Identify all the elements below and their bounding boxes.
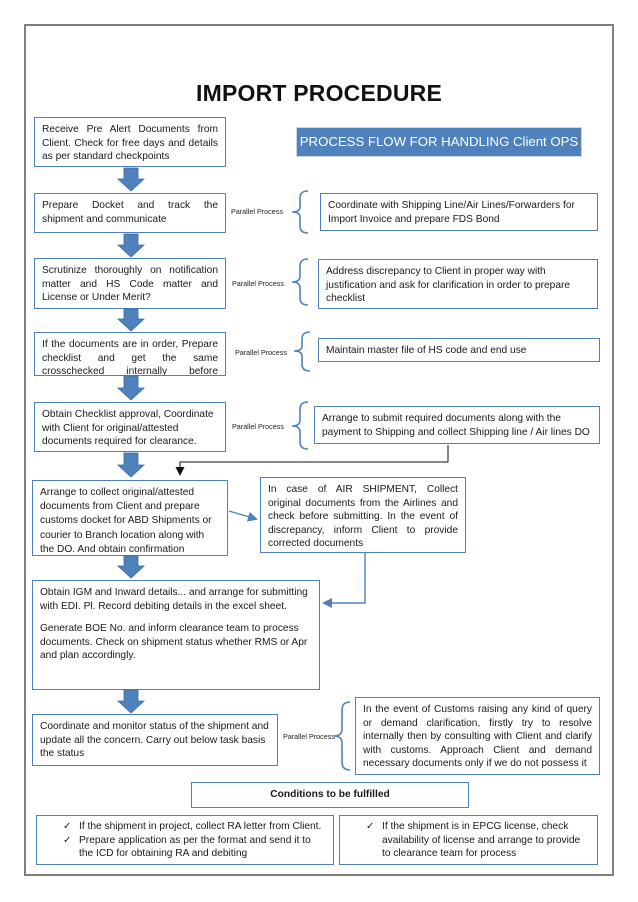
step-6-box: Arrange to collect original/attested doc… [32, 480, 228, 556]
condition-left-2: ✓ Prepare application as per the format … [63, 834, 327, 861]
page-title: IMPORT PROCEDURE [196, 80, 442, 106]
down-arrow-4 [116, 375, 146, 401]
bracket-1 [291, 190, 309, 234]
step-9-box: Coordinate and monitor status of the shi… [32, 714, 278, 766]
step-1-box: Receive Pre Alert Documents from Client.… [34, 117, 226, 167]
parallel-box-4: Arrange to submit required documents alo… [314, 406, 600, 444]
step-3-text: Scrutinize thoroughly on notification ma… [42, 265, 218, 303]
parallel-text-2: Address discrepancy to Client in proper … [326, 266, 571, 304]
parallel-box-2: Address discrepancy to Client in proper … [318, 259, 598, 309]
step-5-text: Obtain Checklist approval, Coordinate wi… [42, 409, 214, 447]
parallel-label-1: Parallel Process [231, 207, 283, 216]
bracket-4 [291, 401, 309, 450]
down-arrow-3 [116, 308, 146, 332]
step-7-box: Obtain IGM and Inward details... and arr… [32, 580, 320, 690]
conditions-heading-box: Conditions to be fulfilled [191, 782, 469, 808]
conditions-heading: Conditions to be fulfilled [270, 789, 390, 800]
step-9-text: Coordinate and monitor status of the shi… [40, 721, 269, 759]
conditions-left-box: ✓ If the shipment in project, collect RA… [36, 815, 334, 865]
step-7-text: Obtain IGM and Inward details... and arr… [40, 587, 308, 612]
parallel-label-5: Parallel Process [283, 732, 335, 741]
step-2-box: Prepare Docket and track the shipment an… [34, 193, 226, 233]
parallel-box-5: In the event of Customs raising any kind… [355, 697, 600, 775]
down-arrow-1 [116, 167, 146, 192]
air-shipment-text: In case of AIR SHIPMENT, Collect origina… [268, 484, 458, 549]
checkmark-icon: ✓ [63, 834, 72, 846]
bracket-2 [291, 258, 309, 306]
down-arrow-2 [116, 233, 146, 258]
parallel-box-3: Maintain master file of HS code and end … [318, 338, 600, 362]
condition-right-1: ✓ If the shipment is in EPCG license, ch… [366, 820, 591, 861]
condition-left-1: ✓ If the shipment in project, collect RA… [63, 820, 327, 834]
down-arrow-7 [116, 689, 146, 714]
step-4-box: If the documents are in order, Prepare c… [34, 332, 226, 376]
step-2-text: Prepare Docket and track the shipment an… [42, 200, 218, 225]
checkmark-icon: ✓ [63, 821, 72, 832]
step-4-text: If the documents are in order, Prepare c… [42, 339, 218, 376]
bracket-3 [293, 331, 311, 372]
step-5-box: Obtain Checklist approval, Coordinate wi… [34, 402, 226, 452]
parallel-box-1: Coordinate with Shipping Line/Air Lines/… [320, 193, 598, 231]
parallel-label-4: Parallel Process [232, 422, 284, 431]
step-1-text: Receive Pre Alert Documents from Client.… [42, 124, 218, 162]
down-arrow-5 [116, 452, 146, 478]
parallel-label-3: Parallel Process [235, 348, 287, 357]
parallel-text-4: Arrange to submit required documents alo… [322, 413, 590, 438]
process-flow-banner: PROCESS FLOW FOR HANDLING Client OPS [296, 127, 582, 157]
connector-do [175, 445, 449, 476]
connector-air [228, 510, 258, 522]
parallel-text-3: Maintain master file of HS code and end … [326, 345, 527, 356]
step-6-text: Arrange to collect original/attested doc… [40, 487, 212, 555]
bracket-5 [333, 701, 351, 771]
condition-left-2-text: Prepare application as per the format an… [79, 834, 311, 860]
connector-air-to-edi [322, 553, 366, 608]
condition-right-1-text: If the shipment is in EPCG license, chec… [382, 821, 581, 859]
conditions-right-box: ✓ If the shipment is in EPCG license, ch… [339, 815, 598, 865]
parallel-text-1: Coordinate with Shipping Line/Air Lines/… [328, 200, 575, 225]
step-8-text: Generate BOE No. and inform clearance te… [40, 623, 308, 661]
step-3-box: Scrutinize thoroughly on notification ma… [34, 258, 226, 309]
parallel-text-5: In the event of Customs raising any kind… [363, 704, 592, 769]
checkmark-icon: ✓ [366, 821, 375, 832]
parallel-label-2: Parallel Process [232, 279, 284, 288]
air-shipment-box: In case of AIR SHIPMENT, Collect origina… [260, 477, 466, 553]
page-frame [24, 24, 614, 876]
condition-left-1-text: If the shipment in project, collect RA l… [79, 821, 322, 832]
down-arrow-6 [116, 555, 146, 579]
